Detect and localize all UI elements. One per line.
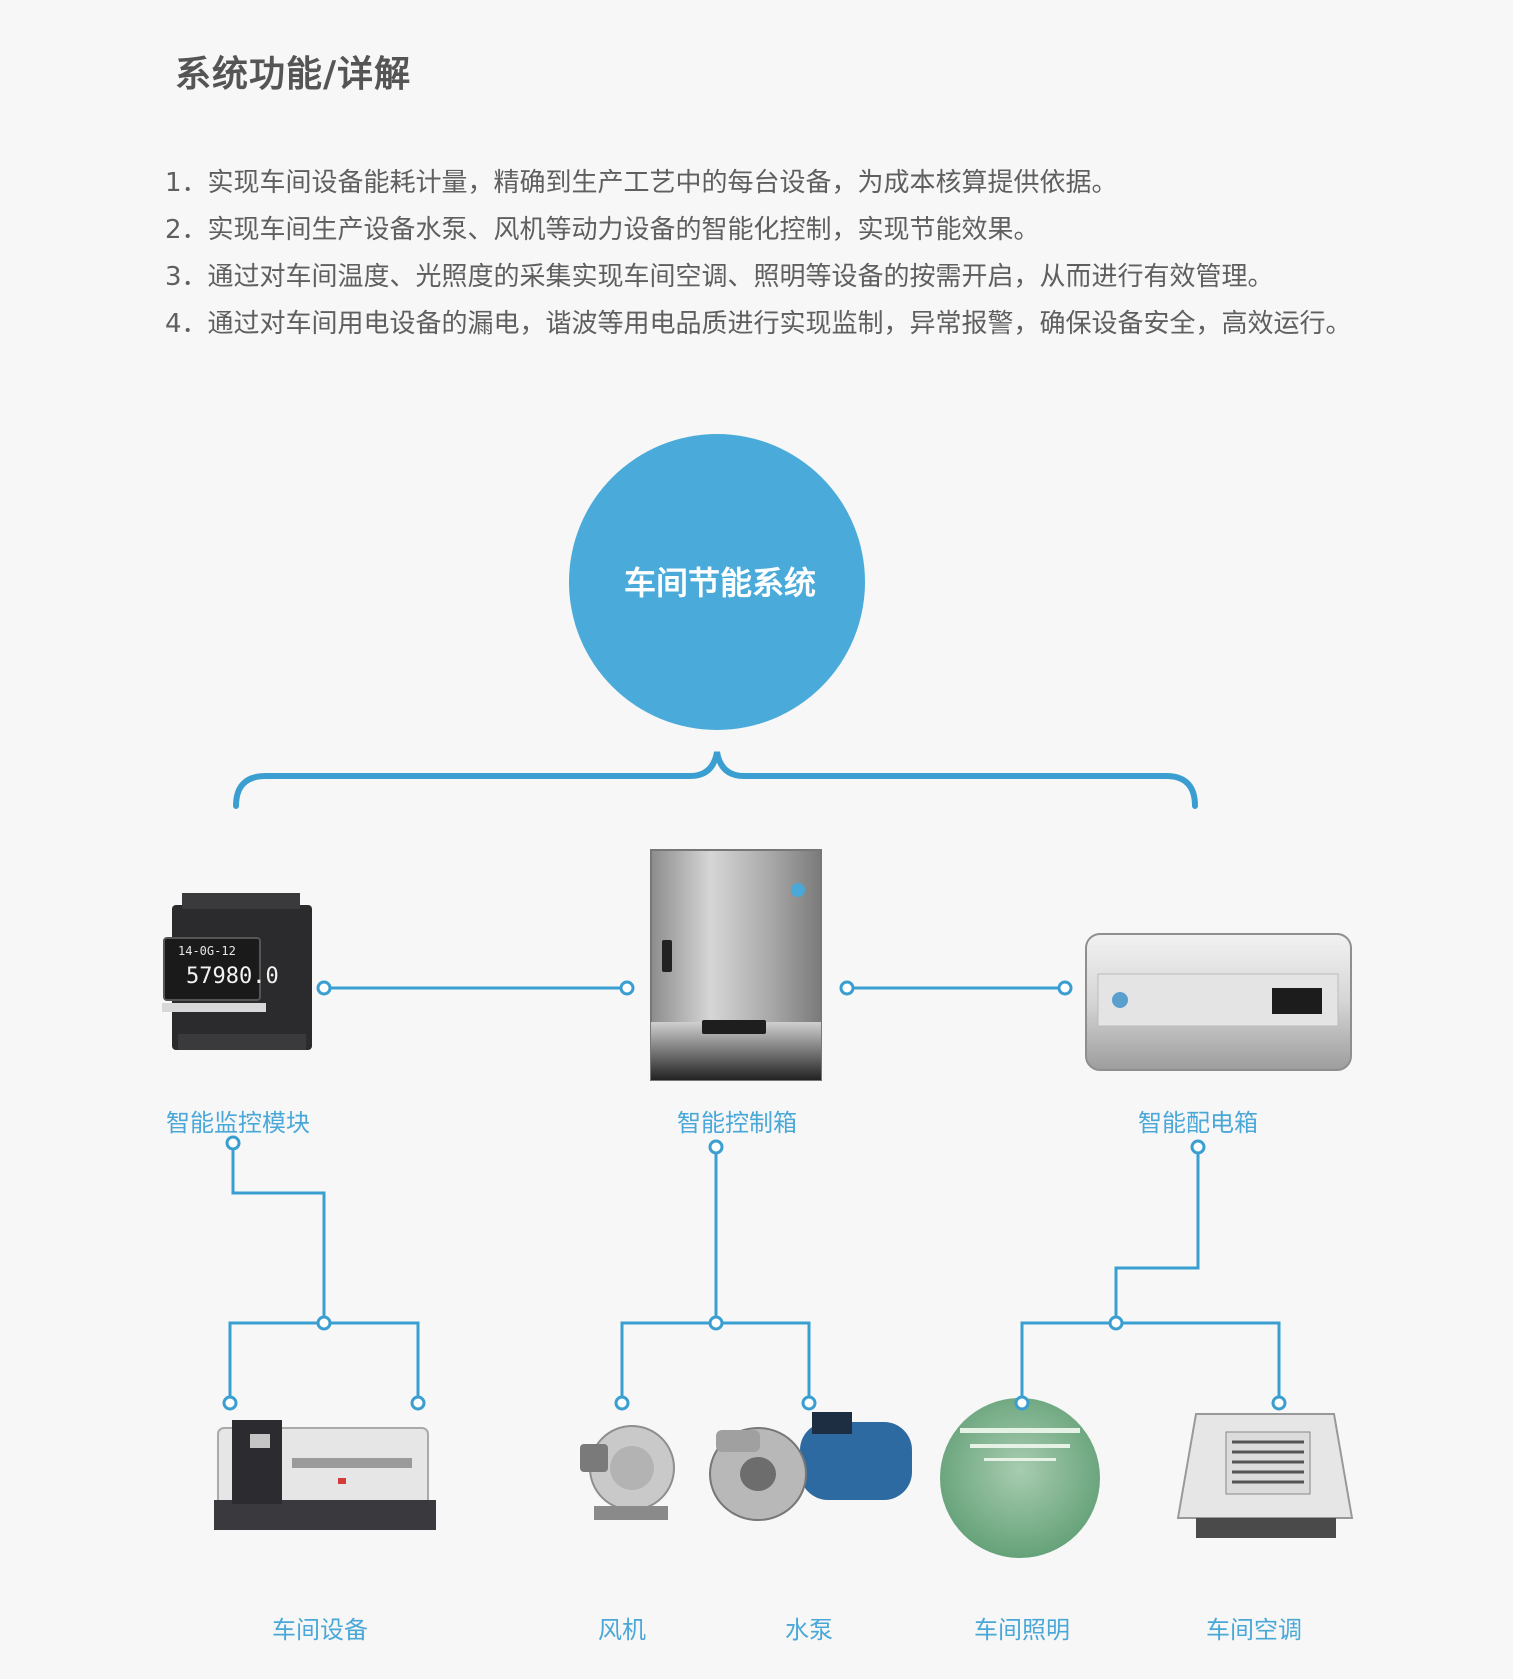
center-system-label: 车间节能系统 — [623, 564, 816, 602]
fan-image — [580, 1425, 675, 1520]
page-title: 系统功能/详解 — [175, 54, 412, 95]
workshop-aircon-image — [1176, 1413, 1354, 1538]
smart-distribution-box-image — [1085, 933, 1352, 1071]
feature-item-4: 4．通过对车间用电设备的漏电，谐波等用电品质进行实现监制，异常报警，确保设备安全… — [165, 309, 1352, 339]
label-fan: 风机 — [598, 1616, 646, 1644]
label-workshop-equipment: 车间设备 — [272, 1616, 368, 1644]
smart-control-box-image — [650, 849, 822, 1081]
label-workshop-aircon: 车间空调 — [1206, 1616, 1302, 1644]
center-circle — [569, 434, 865, 730]
brace-line — [233, 751, 1198, 809]
workshop-equipment-image — [214, 1420, 436, 1530]
feature-item-3: 3．通过对车间温度、光照度的采集实现车间空调、照明等设备的按需开启，从而进行有效… — [165, 262, 1274, 292]
feature-list: 1．实现车间设备能耗计量，精确到生产工艺中的每台设备，为成本核算提供依据。 2．… — [165, 160, 1352, 348]
svg-text:14-0G-12: 14-0G-12 — [178, 944, 236, 958]
svg-text:57980.0: 57980.0 — [186, 964, 279, 989]
feature-item-2: 2．实现车间生产设备水泵、风机等动力设备的智能化控制，实现节能效果。 — [165, 215, 1040, 245]
workshop-lighting-image — [940, 1398, 1100, 1558]
label-water-pump: 水泵 — [785, 1616, 833, 1644]
feature-item-1: 1．实现车间设备能耗计量，精确到生产工艺中的每台设备，为成本核算提供依据。 — [165, 168, 1118, 198]
water-pump-image — [709, 1412, 912, 1521]
connector-nodes — [222, 980, 1287, 1411]
label-smart-control-box: 智能控制箱 — [677, 1109, 797, 1137]
label-smart-distribution-box: 智能配电箱 — [1138, 1109, 1258, 1137]
label-smart-monitor-module: 智能监控模块 — [166, 1109, 310, 1137]
smart-monitor-module-image: 14-0G-12 57980.0 — [162, 893, 312, 1050]
label-workshop-lighting: 车间照明 — [974, 1616, 1070, 1644]
